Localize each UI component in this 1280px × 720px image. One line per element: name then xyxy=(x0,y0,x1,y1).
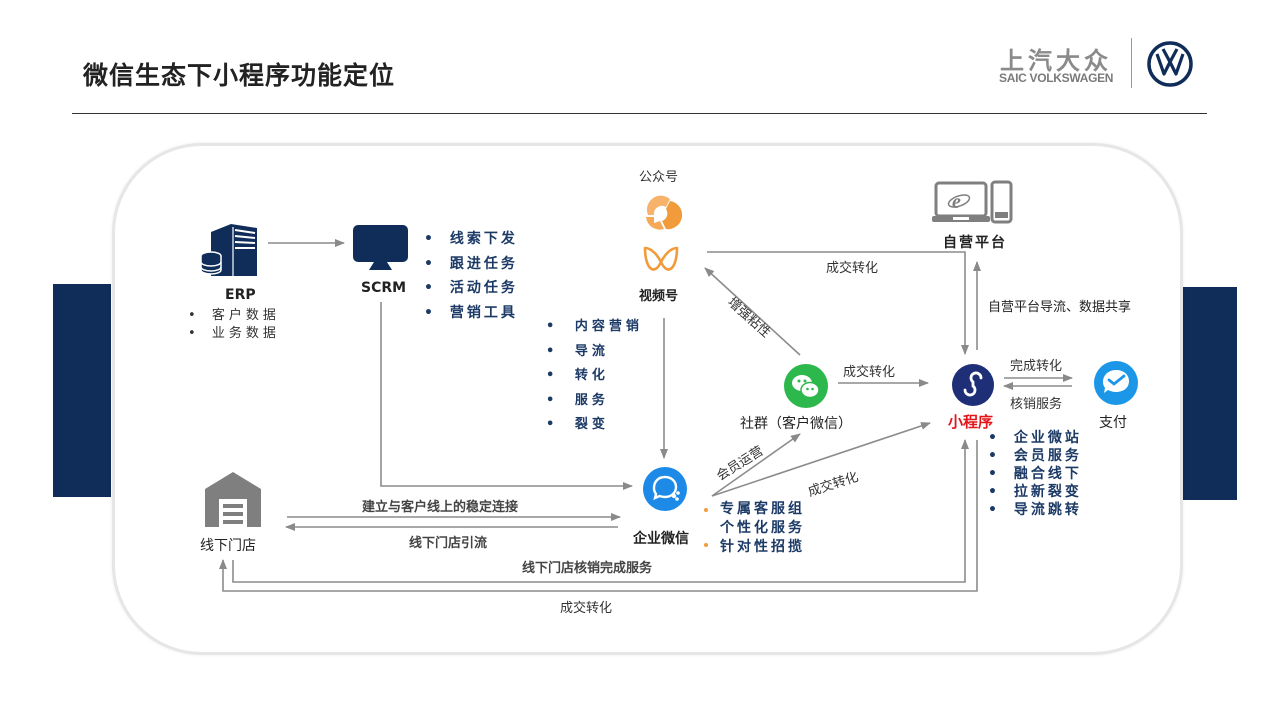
miniprogram-item: 会员服务 xyxy=(988,447,1082,465)
store-deal-edge-label: 成交转化 xyxy=(560,601,613,616)
brand-logo-cn: 上汽大众 xyxy=(1000,47,1112,75)
miniprogram-item: 企业微站 xyxy=(988,429,1082,447)
miniprogram-to-store-arrow xyxy=(219,440,978,592)
stable-connection-edge-label: 建立与客户线上的稳定连接 xyxy=(362,500,519,515)
workwechat-to-miniprogram-arrow xyxy=(711,422,931,497)
erp-item: 业务数据 xyxy=(188,325,280,343)
work-wechat-item-list: 专属客服组 个性化服务 针对性招揽 xyxy=(720,500,805,557)
community-to-shipinhao-arrow xyxy=(704,267,801,356)
work-wechat-label: 企业微信 xyxy=(633,531,689,547)
work-wechat-item: 个性化服务 xyxy=(720,520,805,536)
diagram-frame xyxy=(112,143,1183,655)
erp-icon xyxy=(199,222,259,278)
channels-icon xyxy=(640,244,682,280)
laptop-phone-icon: e xyxy=(932,180,1014,226)
erp-item-list: 客户数据 业务数据 xyxy=(188,307,280,343)
scrm-label: SCRM xyxy=(361,280,407,296)
store-label: 线下门店 xyxy=(200,538,256,554)
orange-dot-icon xyxy=(704,508,708,512)
channels-label: 视频号 xyxy=(639,289,679,304)
miniprogram-item-list: 企业微站 会员服务 融合线下 拉新裂变 导流跳转 xyxy=(988,429,1082,519)
orange-dot-icon xyxy=(704,543,708,547)
writeoff-edge-label: 核销服务 xyxy=(1010,397,1063,412)
channels-item: 转化 xyxy=(546,364,643,389)
miniprogram-icon xyxy=(951,363,995,407)
channels-item: 导流 xyxy=(546,340,643,365)
scrm-item: 活动任务 xyxy=(424,276,518,301)
pay-icon xyxy=(1093,360,1139,406)
erp-item: 客户数据 xyxy=(188,307,280,325)
work-wechat-icon xyxy=(642,466,688,512)
miniprogram-item: 融合线下 xyxy=(988,465,1082,483)
right-accent-block xyxy=(1179,287,1237,500)
scrm-item: 线索下发 xyxy=(424,227,518,252)
channels-item: 服务 xyxy=(546,389,643,414)
scrm-item: 营销工具 xyxy=(424,301,518,326)
store-icon xyxy=(205,471,261,527)
miniprogram-item: 导流跳转 xyxy=(988,501,1082,519)
work-wechat-item: 针对性招揽 xyxy=(720,539,805,555)
community-label: 社群（客户微信） xyxy=(740,416,852,432)
deal-conversion-edge-label: 成交转化 xyxy=(826,261,879,276)
official-account-icon xyxy=(640,193,683,233)
shipinhao-to-miniprogram-arrow xyxy=(707,251,969,355)
svg-text:e: e xyxy=(952,191,961,213)
left-accent-block xyxy=(53,284,111,497)
scrm-item-list: 线索下发 跟进任务 活动任务 营销工具 xyxy=(424,227,518,325)
channels-item-list: 内容营销 导流 转化 服务 裂变 xyxy=(546,315,643,438)
complete-conversion-edge-label: 完成转化 xyxy=(1010,359,1063,374)
miniprogram-item: 拉新裂变 xyxy=(988,483,1082,501)
workwechat-to-community-arrow xyxy=(711,433,801,497)
self-platform-label: 自营平台 xyxy=(943,235,1007,251)
work-wechat-item: 专属客服组 xyxy=(720,501,805,517)
pay-label: 支付 xyxy=(1099,415,1127,431)
store-traffic-edge-label: 线下门店引流 xyxy=(409,536,488,551)
monitor-icon xyxy=(352,224,409,274)
header-divider xyxy=(72,113,1207,114)
community-deal-edge-label: 成交转化 xyxy=(843,365,896,380)
scrm-item: 跟进任务 xyxy=(424,252,518,277)
logo-divider xyxy=(1131,38,1132,88)
store-writeoff-edge-label: 线下门店核销完成服务 xyxy=(522,561,653,576)
erp-label: ERP xyxy=(225,287,256,303)
official-account-label: 公众号 xyxy=(639,170,679,185)
channels-item: 裂变 xyxy=(546,413,643,438)
vw-logo-icon xyxy=(1146,40,1194,88)
store-to-miniprogram-arrow xyxy=(232,439,969,583)
wechat-icon xyxy=(783,363,829,409)
page-title: 微信生态下小程序功能定位 xyxy=(83,61,396,90)
self-flow-edge-label: 自营平台导流、数据共享 xyxy=(988,300,1132,315)
channels-item: 内容营销 xyxy=(546,315,643,340)
miniprogram-label: 小程序 xyxy=(948,413,994,431)
brand-logo-en: SAIC VOLKSWAGEN xyxy=(999,71,1114,85)
scrm-to-workwechat-arrow xyxy=(380,302,633,490)
